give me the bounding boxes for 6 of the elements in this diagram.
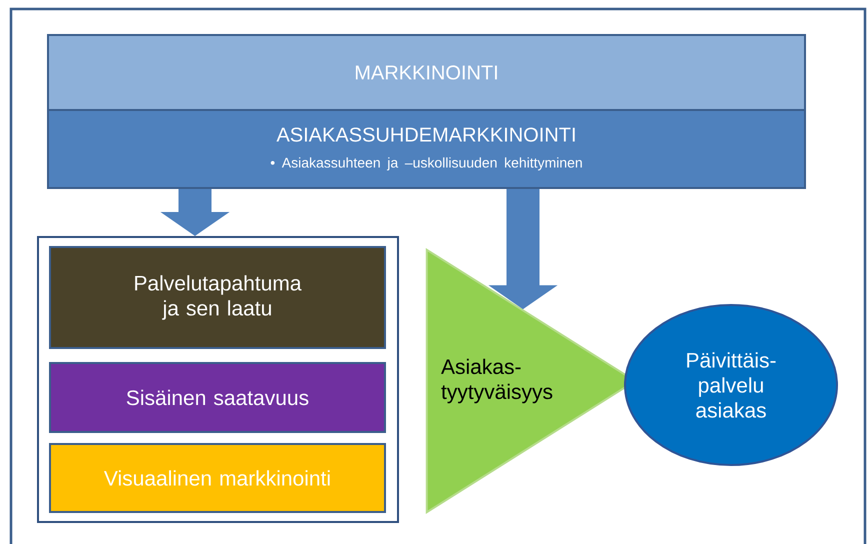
group-frame <box>37 236 399 523</box>
process-box: Palvelutapahtuma ja sen laatu <box>49 246 386 349</box>
band: ASIAKASSUHDEMARKKINOINTI • Asiakassuhteen ja –uskollisuuden kehittyminen <box>47 109 806 189</box>
band: MARKKINOINTI <box>47 34 806 111</box>
process-box: Sisäinen saatavuus <box>49 362 386 433</box>
process-box: Visuaalinen markkinointi <box>49 443 386 513</box>
